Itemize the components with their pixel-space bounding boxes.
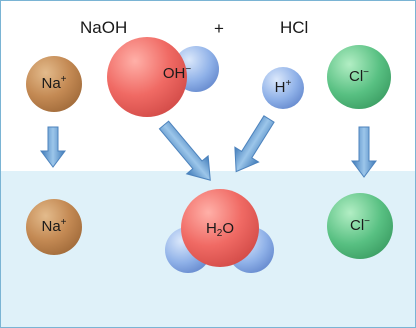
water-oxygen-atom — [181, 189, 259, 267]
arrow-chloride-down — [351, 126, 377, 178]
hydrogen-ion-ball — [262, 67, 304, 109]
sodium-ion-ball — [26, 56, 82, 112]
chloride-ion-label: Cl− — [348, 67, 370, 86]
reactant-hcl-label: HCl — [280, 18, 309, 37]
chloride-ion-product-ball — [327, 193, 393, 259]
hydrogen-ion-label: H+ — [274, 78, 292, 97]
sodium-ion-product-label: Na+ — [41, 217, 67, 236]
plus-sign: + — [214, 19, 224, 38]
chloride-ion-ball — [327, 45, 391, 109]
sodium-ion-product-ball — [26, 199, 82, 255]
arrow-hydroxide-to-water — [158, 120, 211, 181]
sodium-ion-label: Na+ — [41, 74, 67, 93]
arrow-sodium-down — [40, 126, 66, 168]
arrow-hydrogen-to-water — [234, 115, 275, 173]
chloride-ion-product-label: Cl− — [349, 216, 371, 235]
reactant-naoh-label: NaOH — [80, 18, 128, 37]
hydroxide-oxygen-atom — [107, 37, 187, 117]
hydroxide-ion-label: OH− — [162, 64, 192, 83]
water-molecule-label: H2O — [205, 220, 235, 239]
